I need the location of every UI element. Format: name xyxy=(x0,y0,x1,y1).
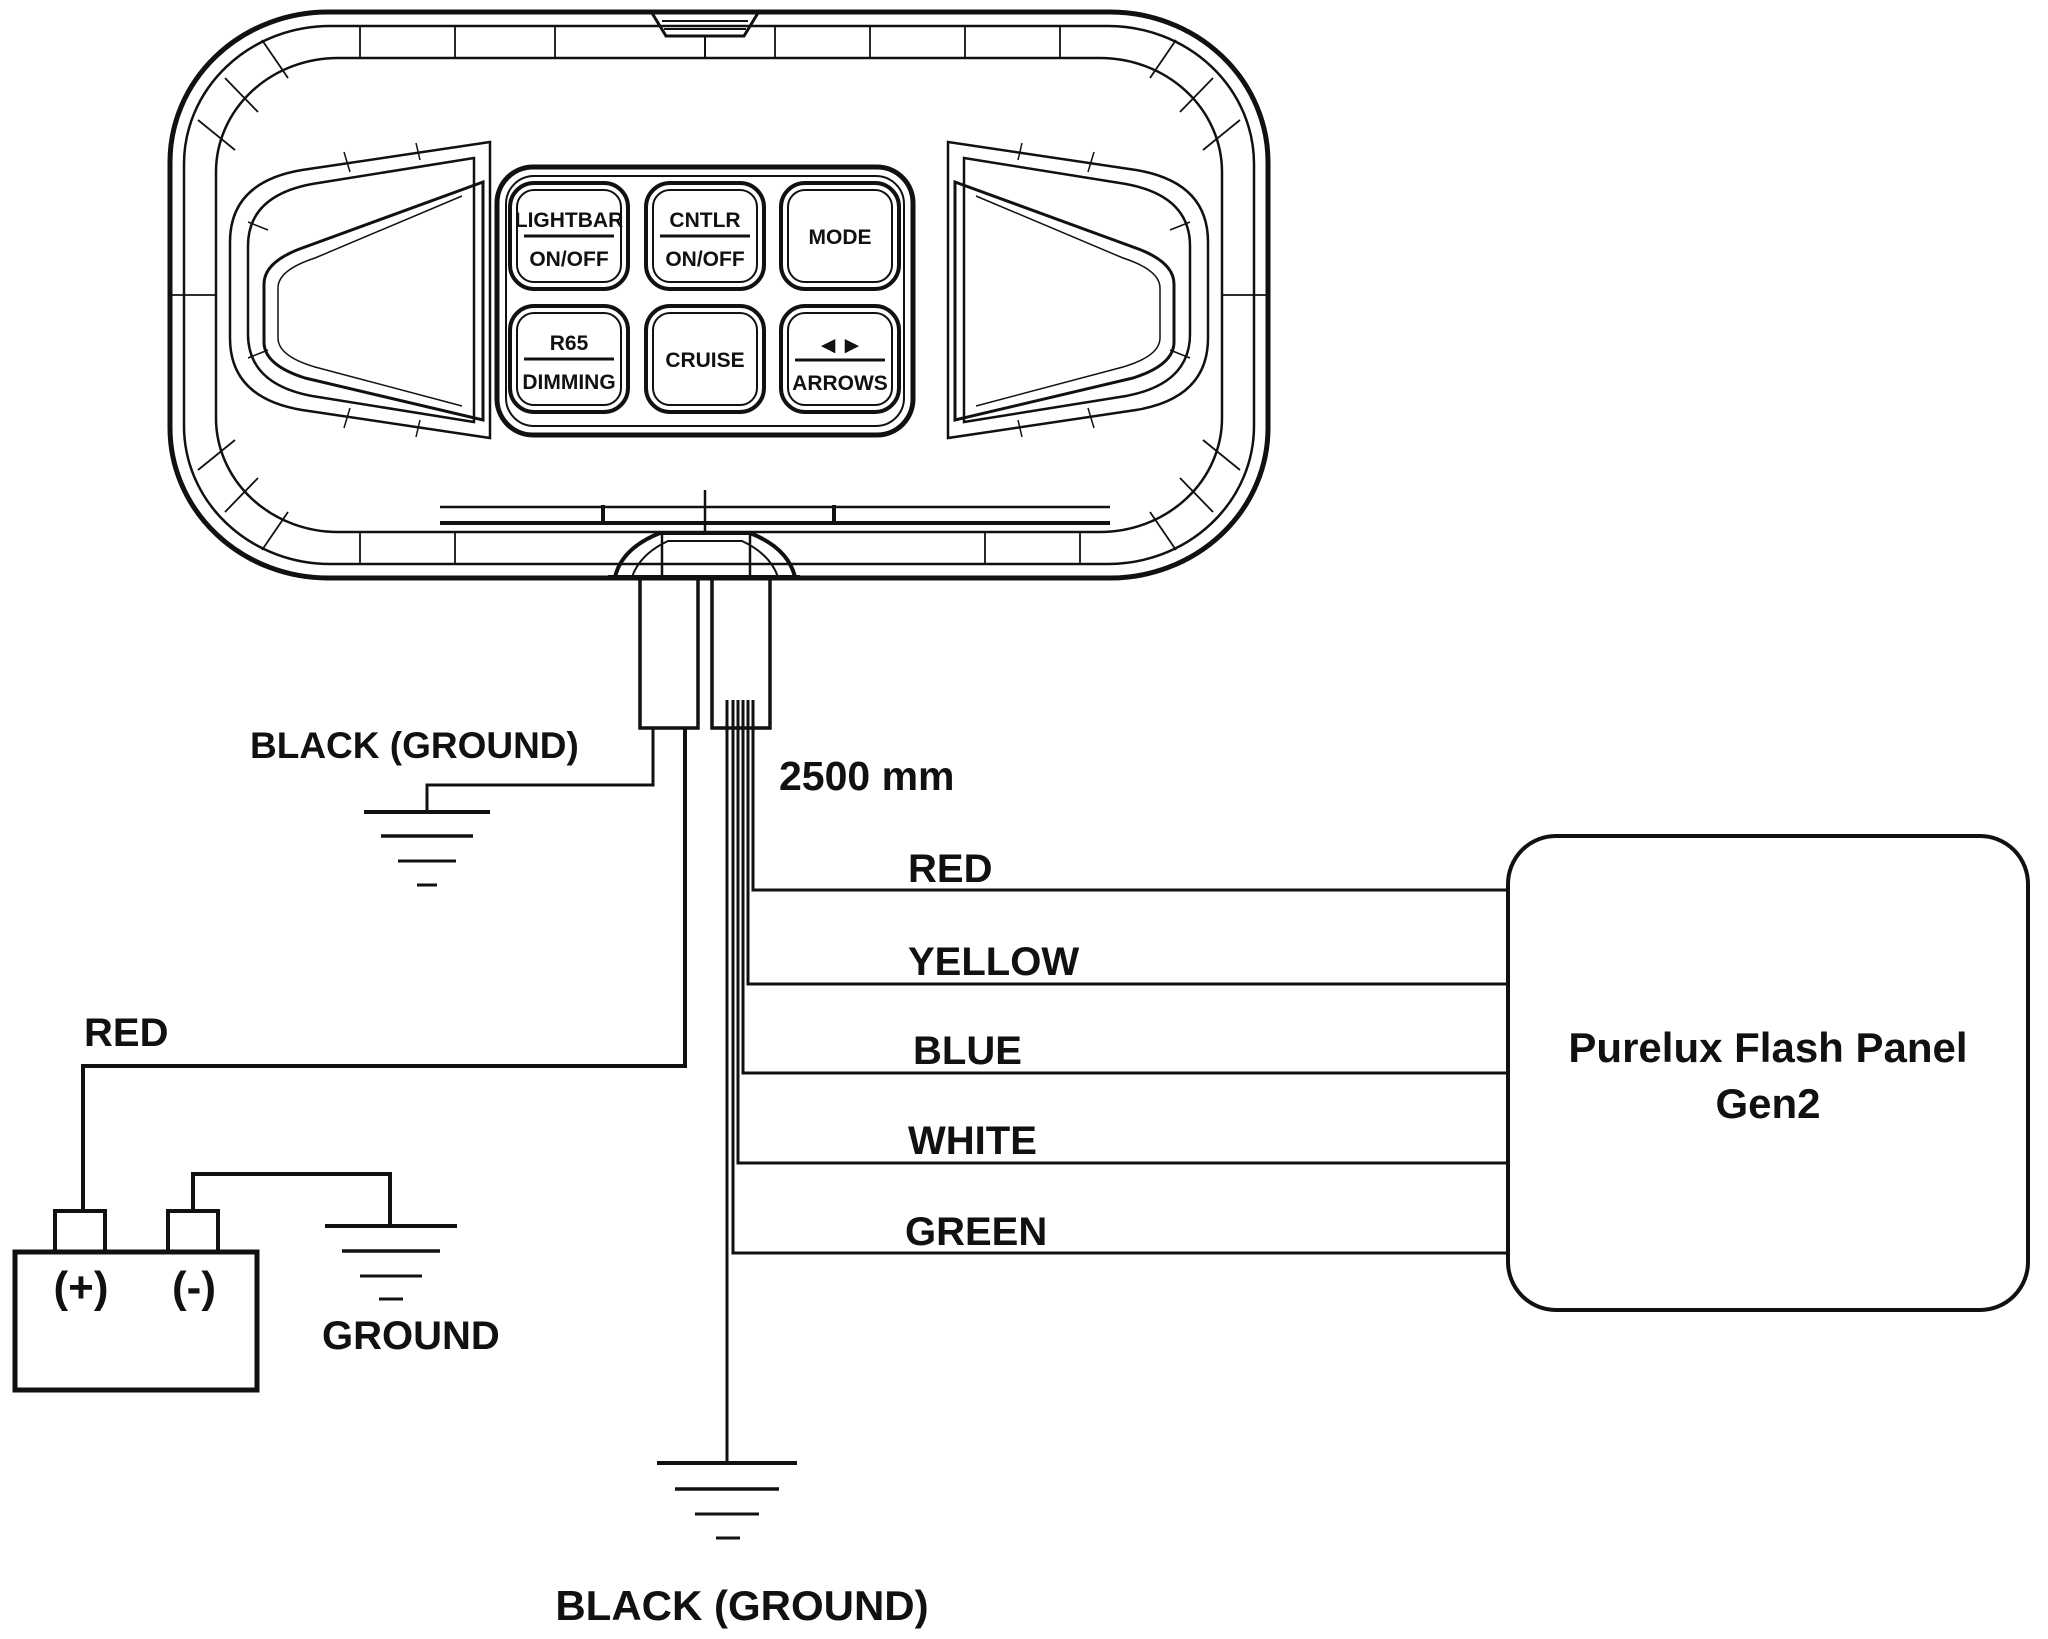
wire-red xyxy=(751,700,1508,892)
flash-panel-name-line2: Gen2 xyxy=(1715,1080,1820,1127)
wire-black-ground-controller xyxy=(425,728,655,812)
keypad-panel xyxy=(494,164,916,438)
button-label: CRUISE xyxy=(665,349,744,372)
keypad-button-arrows: ◄► ARROWS xyxy=(779,304,901,414)
wire-battery-negative-to-ground xyxy=(191,1172,392,1226)
wire-label-blue: BLUE xyxy=(913,1029,1022,1073)
ground-symbol-battery xyxy=(325,1224,457,1301)
right-grip-pod xyxy=(946,140,1210,440)
harness-wires xyxy=(725,700,1508,1463)
keypad-button-lightbar-onoff: LIGHTBAR ON/OFF xyxy=(508,181,630,291)
battery-negative-label: (-) xyxy=(172,1263,216,1312)
wire-white xyxy=(736,700,1508,1165)
button-label-bottom: ON/OFF xyxy=(665,248,744,271)
wire-label-green: GREEN xyxy=(905,1210,1047,1254)
wire-label-white: WHITE xyxy=(908,1119,1037,1163)
keypad-controller-body xyxy=(167,9,1271,581)
battery: (+) (-) xyxy=(12,1209,260,1393)
button-label-bottom: DIMMING xyxy=(522,371,615,394)
button-label-bottom: ARROWS xyxy=(792,372,888,395)
keypad-button-cruise: CRUISE xyxy=(644,304,766,414)
flash-panel-name-line1: Purelux Flash Panel xyxy=(1568,1024,1967,1071)
button-label-top: LIGHTBAR xyxy=(515,209,624,232)
controller-cable-right xyxy=(710,575,772,730)
button-label-top: CNTLR xyxy=(669,209,740,232)
left-grip-pod xyxy=(228,140,492,440)
wire-green xyxy=(731,700,1508,1255)
button-label-top: R65 xyxy=(550,332,589,355)
arrows-icon: ◄► xyxy=(816,332,864,359)
cable-strain-relief xyxy=(608,531,800,579)
harness-ground-label: BLACK (GROUND) xyxy=(555,1582,928,1629)
battery-ground-label: GROUND xyxy=(322,1314,500,1358)
wire-yellow xyxy=(746,700,1508,986)
bottom-rim xyxy=(440,490,1110,533)
battery-positive-label: (+) xyxy=(54,1263,109,1312)
ground-symbol-harness xyxy=(657,1461,797,1540)
cable-length-label: 2500 mm xyxy=(779,753,955,799)
wire-label-red: RED xyxy=(908,847,992,891)
wire-blue xyxy=(741,700,1508,1075)
wire-red-battery xyxy=(81,728,687,1211)
battery-positive-terminal xyxy=(53,1209,107,1254)
button-label: MODE xyxy=(809,226,872,249)
keypad-button-r65-dimming: R65 DIMMING xyxy=(508,304,630,414)
controller-cable-left xyxy=(638,575,700,730)
controller-ground-label: BLACK (GROUND) xyxy=(250,725,579,766)
battery-power-wire-label: RED xyxy=(84,1011,168,1055)
wire-label-yellow: YELLOW xyxy=(908,940,1079,984)
flash-panel-box: Purelux Flash Panel Gen2 xyxy=(1506,834,2030,1312)
wireframe-ticks xyxy=(170,26,1268,564)
ground-symbol-controller xyxy=(364,810,490,887)
top-notch xyxy=(650,12,760,58)
keypad-button-cntlr-onoff: CNTLR ON/OFF xyxy=(644,181,766,291)
battery-negative-terminal xyxy=(166,1209,220,1254)
keypad-button-mode: MODE xyxy=(779,181,901,291)
button-label-bottom: ON/OFF xyxy=(529,248,608,271)
